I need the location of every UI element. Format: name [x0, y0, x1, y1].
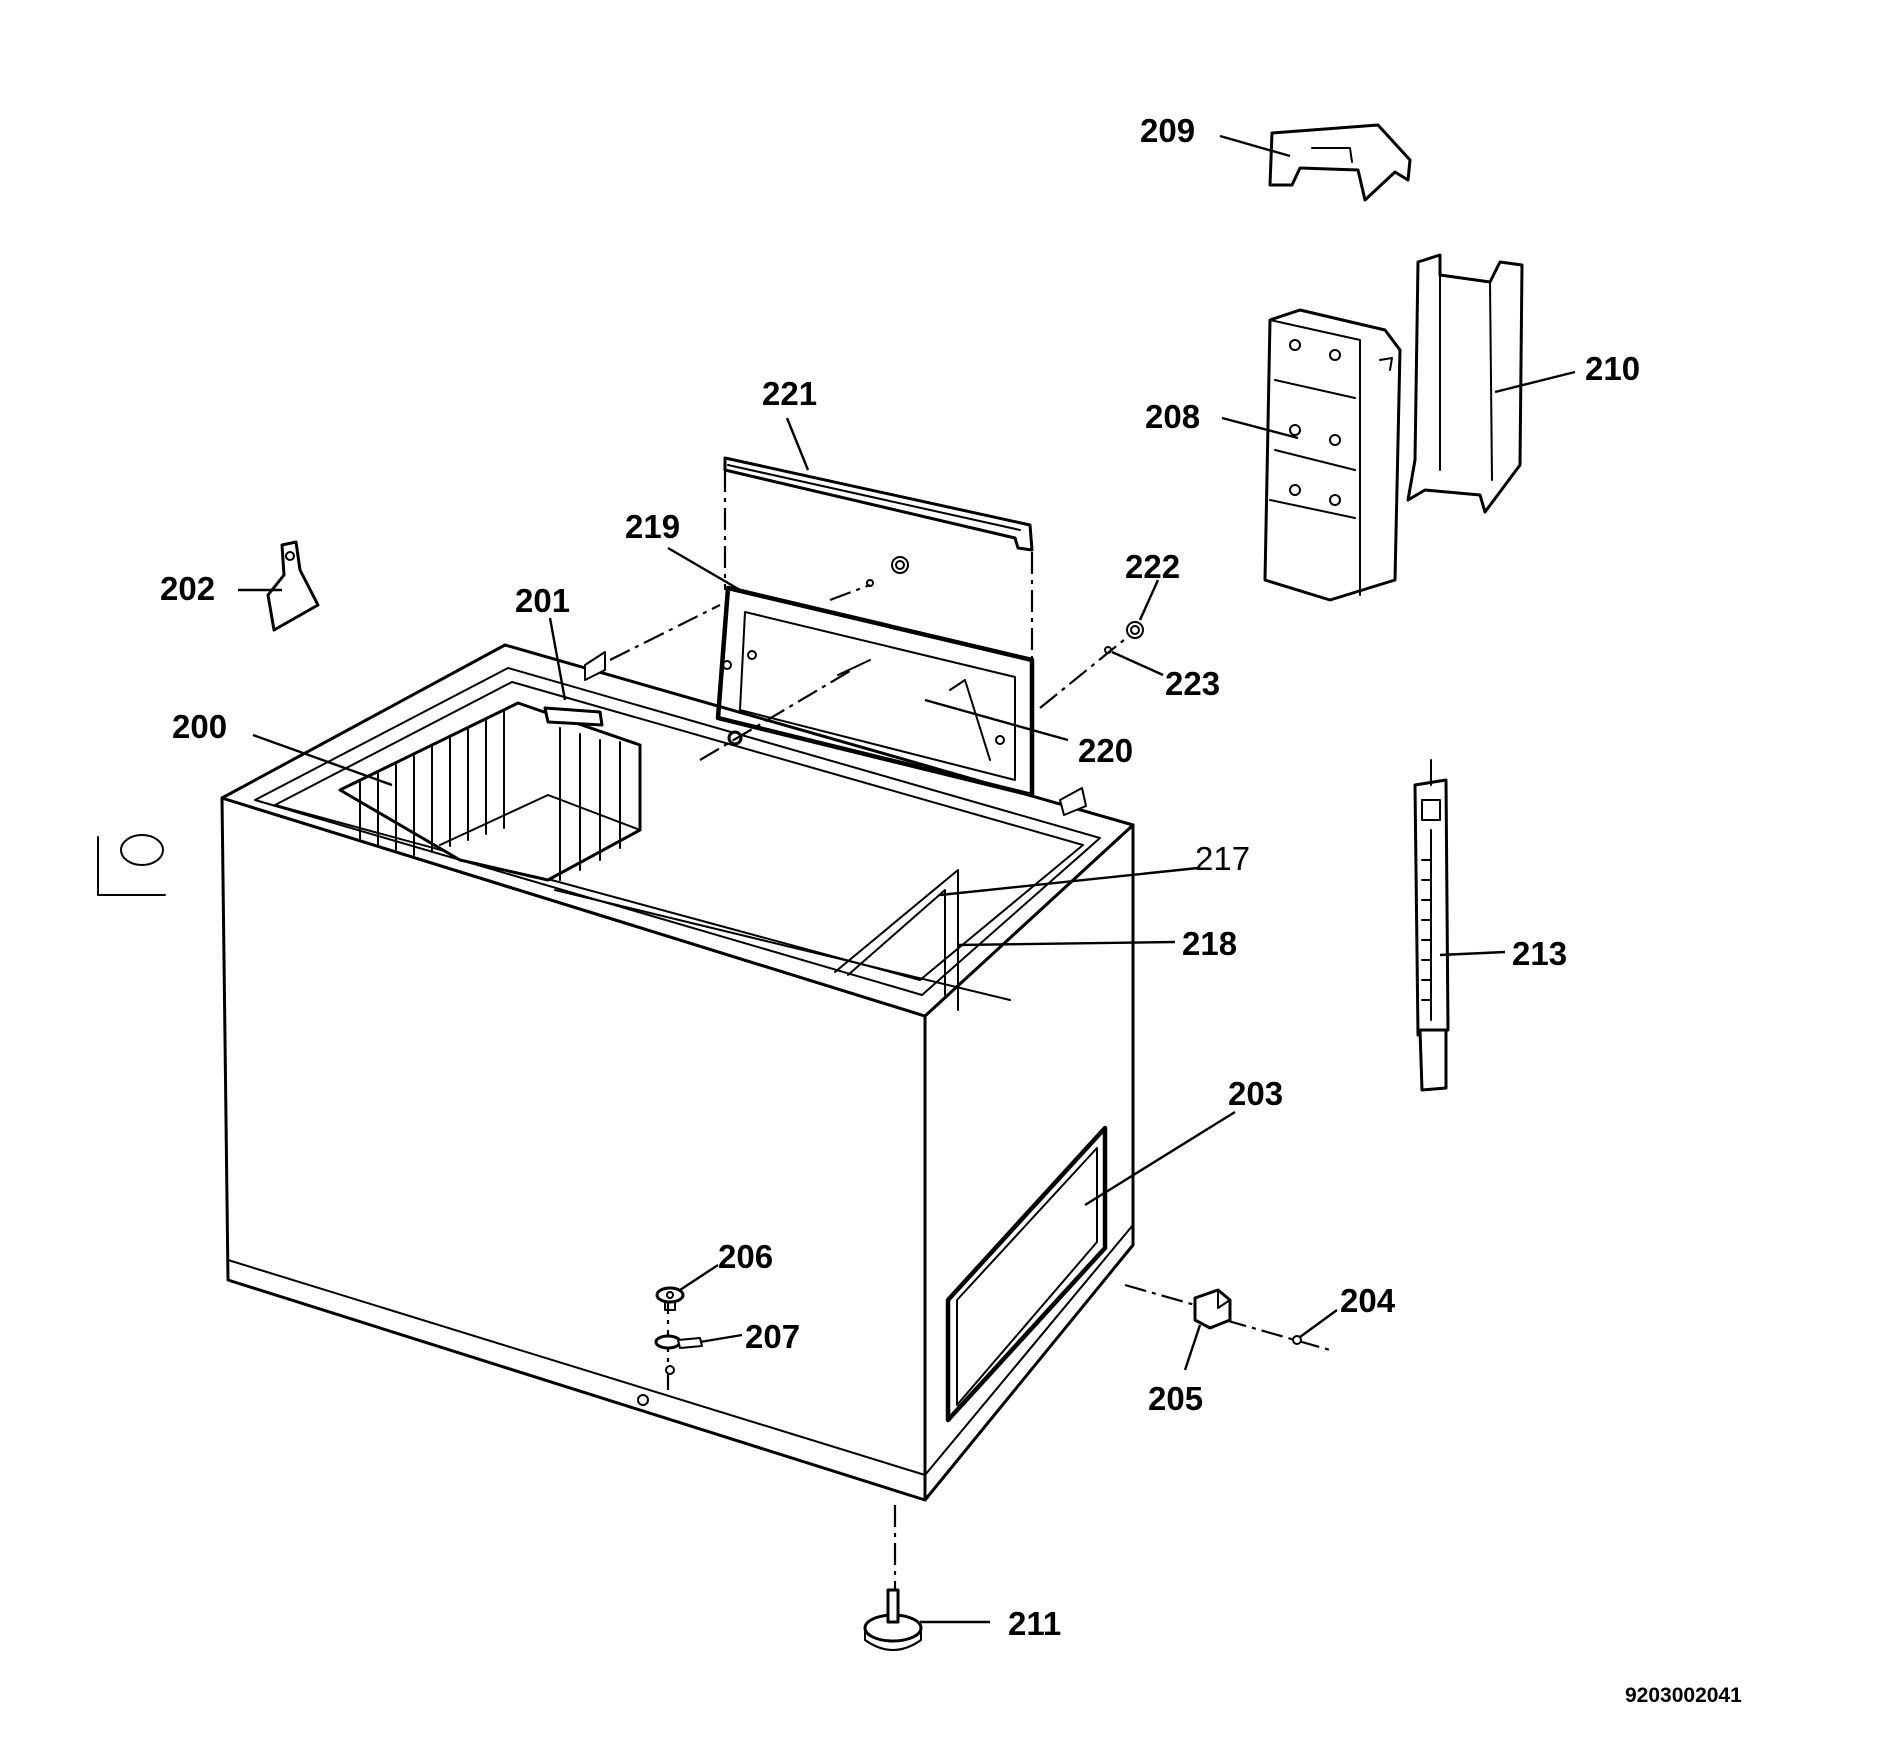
- switch-block: [1193, 1288, 1302, 1345]
- washers-and-screw: [637, 1286, 703, 1406]
- page-edge-mark: [97, 834, 166, 896]
- label-217: 217: [1195, 840, 1250, 877]
- top-trim-strip: [723, 456, 1034, 552]
- label-208: 208: [1145, 398, 1200, 435]
- label-207: 207: [745, 1318, 800, 1355]
- label-213: 213: [1512, 935, 1567, 972]
- wire-basket: [338, 701, 642, 882]
- label-220: 220: [1078, 732, 1133, 769]
- adjustable-foot: [863, 1588, 923, 1651]
- label-202: 202: [160, 570, 215, 607]
- label-209: 209: [1140, 112, 1195, 149]
- label-200: 200: [172, 708, 227, 745]
- label-205: 205: [1148, 1380, 1203, 1417]
- label-204: 204: [1340, 1282, 1396, 1319]
- leader-lines: [238, 134, 1576, 1624]
- thermometer: [1413, 759, 1450, 1092]
- top-cap: [1268, 123, 1412, 202]
- label-211: 211: [1008, 1605, 1061, 1642]
- label-223: 223: [1165, 665, 1220, 702]
- hinge-screws: [866, 556, 1144, 654]
- control-housing: [1263, 308, 1402, 602]
- hinge-frame: [715, 585, 1035, 798]
- channel-cover: [1406, 253, 1524, 514]
- label-203: 203: [1228, 1075, 1283, 1112]
- lid-stop-bracket: [266, 540, 320, 632]
- label-221: 221: [762, 375, 817, 412]
- label-201: 201: [515, 582, 570, 619]
- label-210: 210: [1585, 350, 1640, 387]
- document-number: 9203002041: [1625, 1684, 1742, 1707]
- label-219: 219: [625, 508, 680, 545]
- label-218: 218: [1182, 925, 1237, 962]
- label-222: 222: [1125, 548, 1180, 585]
- label-206: 206: [718, 1238, 773, 1275]
